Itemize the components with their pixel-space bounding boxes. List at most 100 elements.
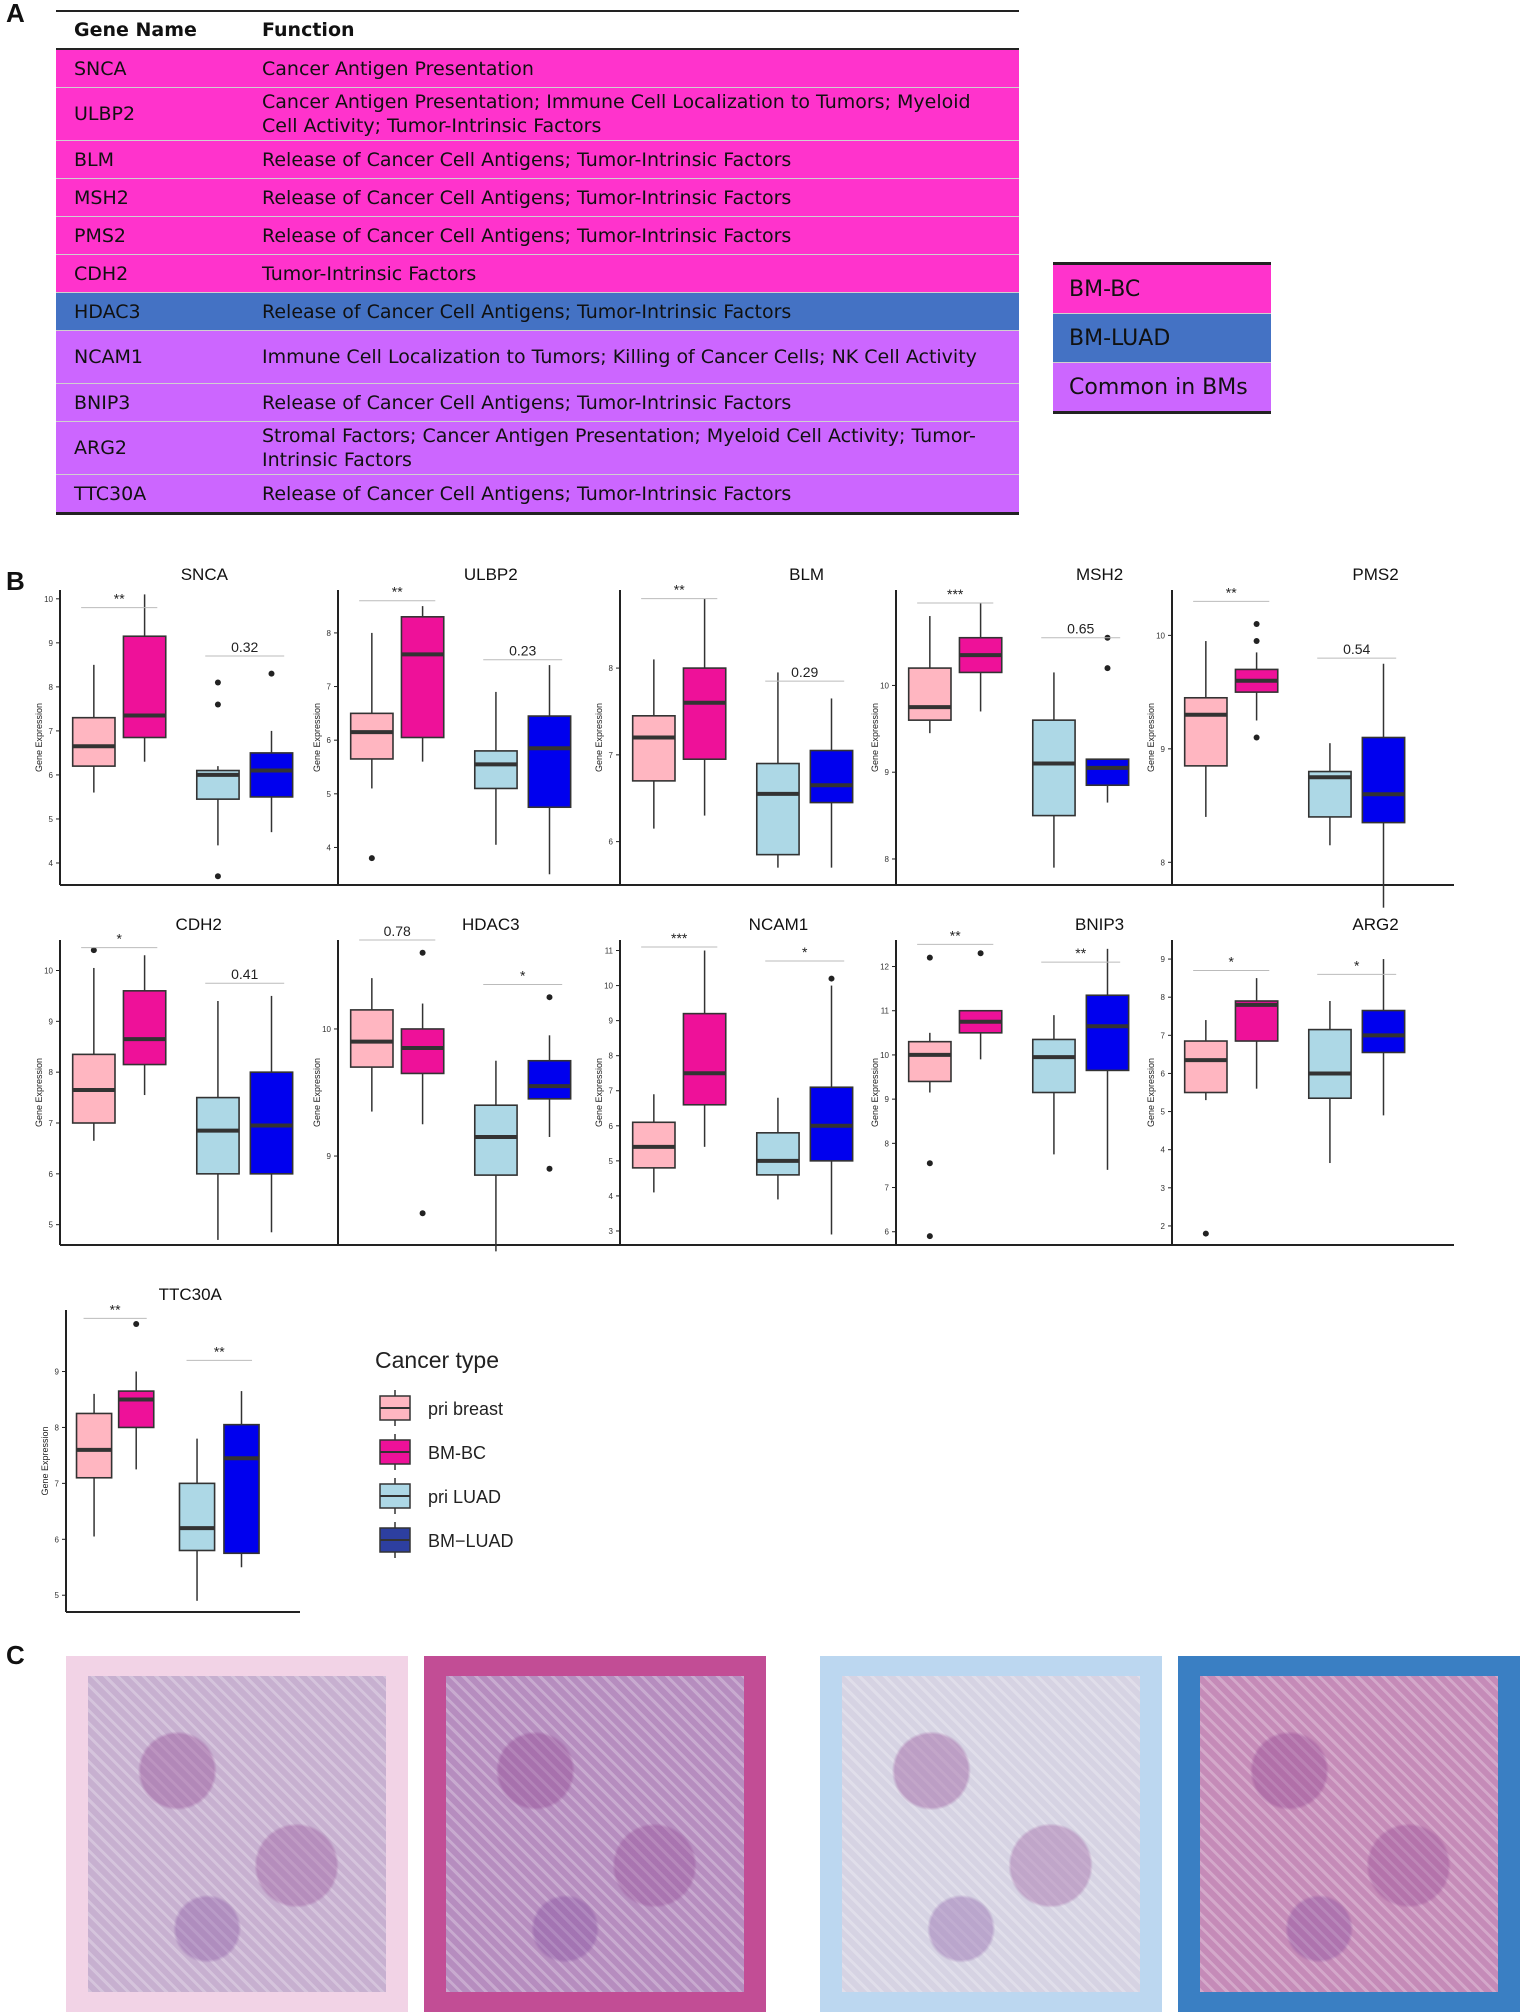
y-axis-label: Gene Expression bbox=[34, 703, 44, 772]
function-cell: Release of Cancer Cell Antigens; Tumor-I… bbox=[262, 300, 792, 323]
outlier-point bbox=[926, 1160, 933, 1167]
box bbox=[527, 715, 572, 809]
outlier-point bbox=[546, 994, 553, 1001]
y-axis-label: Gene Expression bbox=[1146, 1058, 1156, 1127]
tissue-image bbox=[842, 1676, 1140, 1992]
plot-title: NCAM1 bbox=[749, 915, 809, 934]
outlier-point bbox=[926, 954, 933, 961]
box bbox=[907, 1040, 952, 1083]
y-tick-label: 10 bbox=[604, 982, 613, 991]
box bbox=[117, 1390, 155, 1429]
outlier-point bbox=[1202, 1230, 1209, 1237]
y-tick-label: 7 bbox=[55, 1479, 60, 1488]
gene-name-cell: BNIP3 bbox=[74, 391, 131, 414]
y-tick-label: 8 bbox=[49, 683, 54, 692]
y-tick-label: 2 bbox=[1161, 1222, 1166, 1231]
outlier-point bbox=[1104, 665, 1111, 672]
function-cell: Tumor-Intrinsic Factors bbox=[262, 262, 477, 285]
y-tick-label: 9 bbox=[49, 1017, 54, 1026]
box bbox=[349, 712, 394, 760]
y-tick-label: 9 bbox=[885, 768, 890, 777]
y-tick-label: 10 bbox=[880, 681, 889, 690]
y-tick-label: 4 bbox=[327, 843, 332, 852]
comparison-label: * bbox=[1228, 954, 1234, 970]
y-tick-label: 10 bbox=[880, 1051, 889, 1060]
plot-title: HDAC3 bbox=[462, 915, 520, 934]
outlier-point bbox=[1253, 734, 1260, 741]
tissue-image bbox=[446, 1676, 744, 1992]
y-tick-label: 9 bbox=[55, 1368, 60, 1377]
box bbox=[1031, 719, 1076, 817]
y-tick-label: 8 bbox=[1161, 993, 1166, 1002]
gene-name-cell: TTC30A bbox=[74, 482, 147, 505]
gene-name-cell: CDH2 bbox=[74, 262, 129, 285]
table-row: TTC30A Release of Cancer Cell Antigens; T… bbox=[56, 475, 1019, 515]
box bbox=[249, 752, 294, 798]
y-tick-label: 11 bbox=[605, 947, 614, 956]
box bbox=[1031, 1038, 1076, 1094]
box bbox=[1085, 758, 1130, 787]
box bbox=[1361, 1009, 1406, 1054]
y-tick-label: 6 bbox=[49, 1170, 54, 1179]
outlier-point bbox=[1253, 638, 1260, 645]
y-axis-label: Gene Expression bbox=[1146, 703, 1156, 772]
comparison-label: ** bbox=[674, 582, 685, 598]
y-tick-label: 4 bbox=[609, 1192, 614, 1201]
y-tick-label: 6 bbox=[49, 771, 54, 780]
comparison-label: 0.41 bbox=[231, 966, 258, 982]
outlier-point bbox=[214, 679, 221, 686]
function-cell: Release of Cancer Cell Antigens; Tumor-I… bbox=[262, 482, 792, 505]
y-tick-label: 7 bbox=[1161, 1031, 1166, 1040]
comparison-label: ** bbox=[392, 584, 403, 600]
plot-title: MSH2 bbox=[1076, 565, 1123, 584]
y-tick-label: 7 bbox=[609, 1087, 614, 1096]
y-tick-label: 6 bbox=[885, 1228, 890, 1237]
comparison-label: * bbox=[520, 967, 526, 983]
y-tick-label: 6 bbox=[327, 736, 332, 745]
y-tick-label: 6 bbox=[1161, 1069, 1166, 1078]
box bbox=[473, 750, 518, 790]
y-tick-label: 5 bbox=[609, 1157, 614, 1166]
comparison-label: 0.54 bbox=[1343, 641, 1370, 657]
gene-name-cell: BLM bbox=[74, 148, 115, 171]
box bbox=[249, 1071, 294, 1175]
y-tick-label: 8 bbox=[609, 664, 614, 673]
y-axis-label: Gene Expression bbox=[312, 703, 322, 772]
box bbox=[682, 667, 727, 760]
function-cell: Cancer Antigen Presentation bbox=[262, 57, 534, 80]
y-axis-label: Gene Expression bbox=[312, 1058, 322, 1127]
tissue-photo bbox=[1178, 1656, 1520, 2012]
plot-title: BLM bbox=[789, 565, 824, 584]
comparison-label: 0.32 bbox=[231, 639, 258, 655]
tissue-image bbox=[1200, 1676, 1498, 1992]
comparison-label: 0.65 bbox=[1067, 621, 1094, 637]
y-tick-label: 8 bbox=[55, 1423, 60, 1432]
group-legend-item: Common in BMs bbox=[1053, 363, 1271, 411]
function-cell: Release of Cancer Cell Antigens; Tumor-I… bbox=[262, 186, 792, 209]
y-axis-label: Gene Expression bbox=[870, 1058, 880, 1127]
box bbox=[473, 1104, 518, 1176]
box bbox=[755, 762, 800, 856]
table-row: MSH2 Release of Cancer Cell Antigens; Tum… bbox=[56, 179, 1019, 217]
box bbox=[400, 1028, 445, 1075]
gene-name-cell: MSH2 bbox=[74, 186, 129, 209]
y-tick-label: 7 bbox=[49, 1119, 54, 1128]
outlier-point bbox=[133, 1320, 140, 1327]
comparison-label: ** bbox=[110, 1301, 121, 1317]
y-tick-label: 8 bbox=[49, 1068, 54, 1077]
function-cell: Immune Cell Localization to Tumors; Kill… bbox=[262, 346, 977, 368]
y-tick-label: 6 bbox=[55, 1535, 60, 1544]
box bbox=[527, 1059, 572, 1100]
legend-label: BM-BC bbox=[428, 1443, 486, 1463]
y-tick-label: 8 bbox=[1161, 858, 1166, 867]
table-row: CDH2 Tumor-Intrinsic Factors bbox=[56, 255, 1019, 293]
outlier-point bbox=[828, 975, 835, 982]
y-tick-label: 10 bbox=[1156, 631, 1165, 640]
box bbox=[75, 1412, 113, 1479]
function-cell: Release of Cancer Cell Antigens; Tumor-I… bbox=[262, 391, 792, 414]
